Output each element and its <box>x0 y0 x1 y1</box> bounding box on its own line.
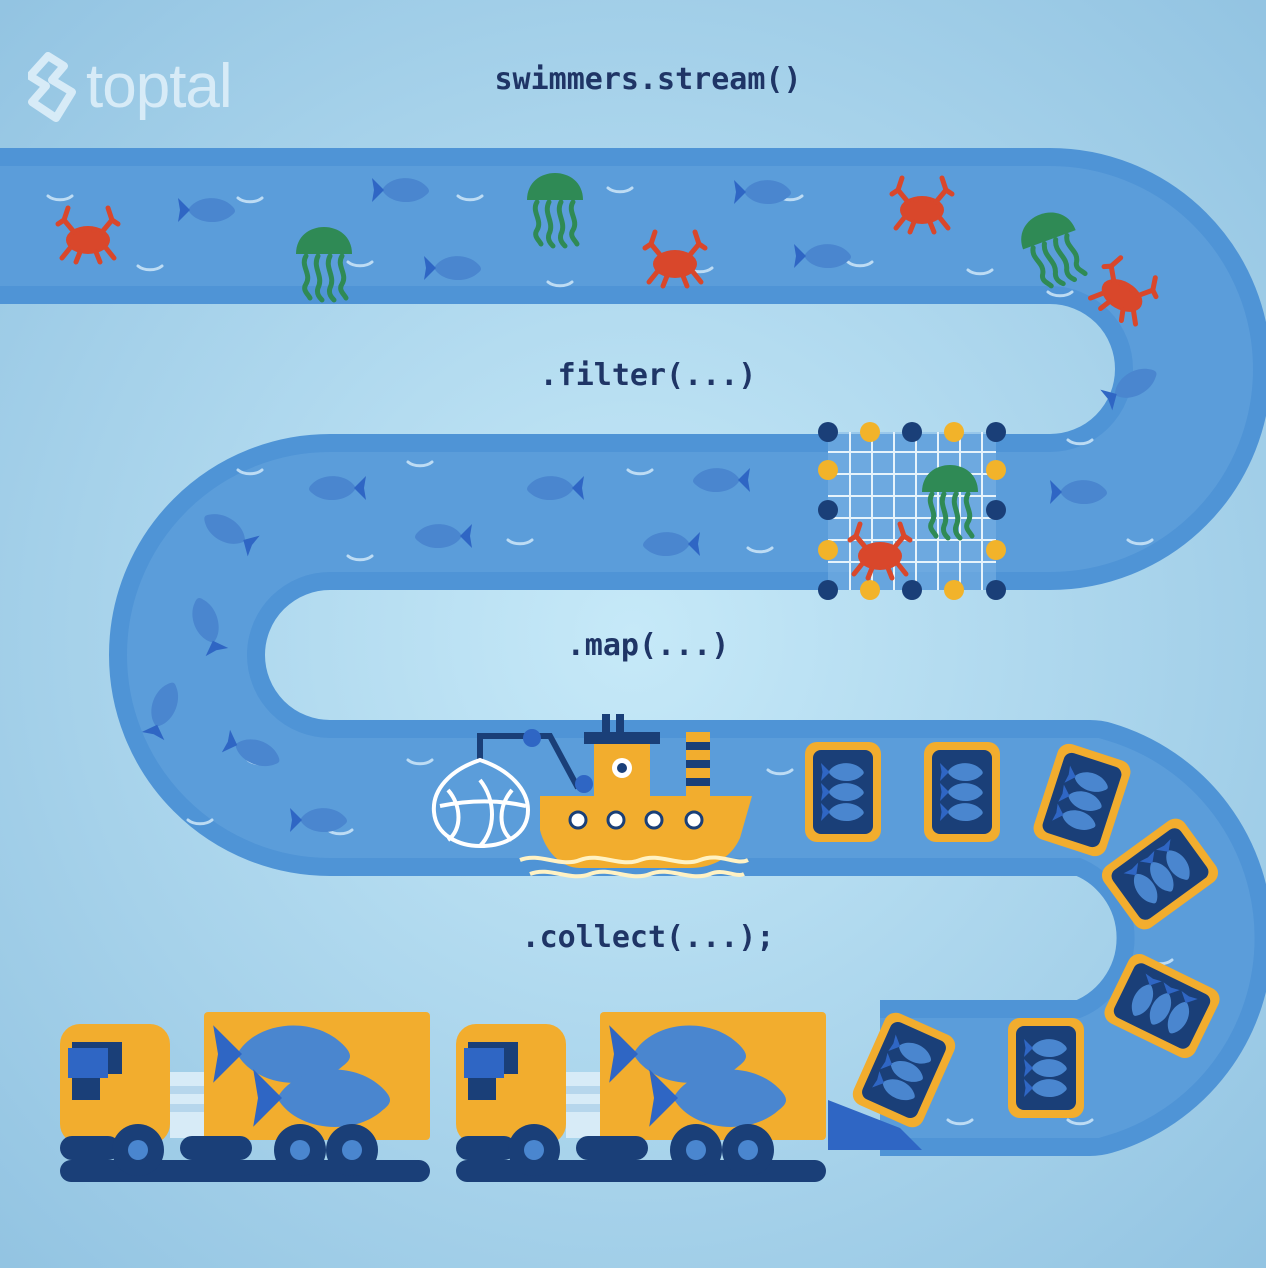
delivery-truck-icon <box>60 1012 430 1182</box>
fish-can-icon <box>1008 1018 1084 1118</box>
fish-can-icon <box>805 742 881 842</box>
river-highlight <box>0 166 1255 1138</box>
toptal-logo: toptal <box>28 52 233 122</box>
net-bag-icon <box>431 757 531 849</box>
net-floats <box>818 422 1006 600</box>
collect-code-label: .collect(...); <box>521 920 775 955</box>
fishing-boat-icon <box>431 714 752 879</box>
delivery-truck-icon <box>456 1012 826 1182</box>
stream-code-label: swimmers.stream() <box>494 62 802 97</box>
fish-can-icon <box>924 742 1000 842</box>
filter-net <box>818 422 1006 600</box>
toptal-logo-icon <box>28 52 76 122</box>
map-code-label: .map(...) <box>566 628 730 663</box>
loading-chute <box>828 1100 922 1150</box>
filter-code-label: .filter(...) <box>539 358 757 393</box>
river <box>0 148 1266 1156</box>
logo-text: toptal <box>86 52 233 121</box>
